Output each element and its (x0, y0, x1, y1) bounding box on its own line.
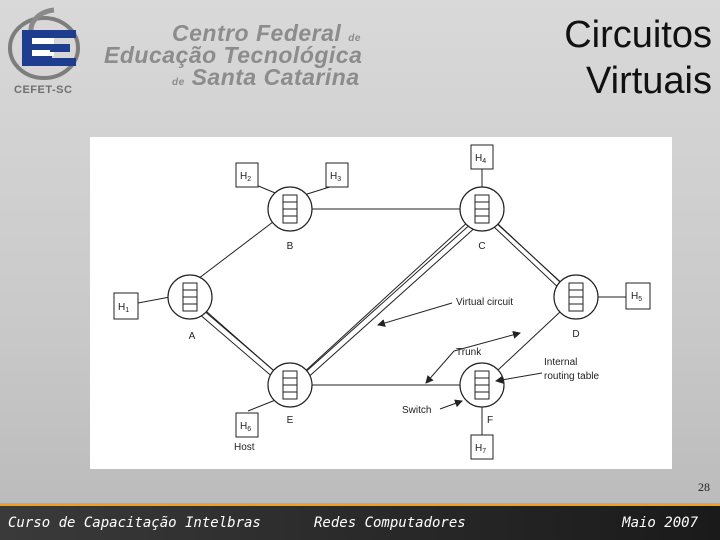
node-label-d: D (572, 329, 579, 340)
host-boxes (113, 144, 651, 460)
title-line-1: Circuitos (564, 14, 712, 56)
switch-annotation: Switch (402, 405, 431, 416)
virtual-circuit-paths (197, 220, 567, 386)
switch-node-d (553, 274, 599, 320)
node-label-f: F (487, 415, 493, 426)
host-label-h2: H2 (240, 171, 251, 183)
trunk-annotation: Trunk (456, 347, 482, 358)
logo-line-2: Educação Tecnológica (104, 42, 363, 68)
logo-line-1: Centro Federal de (172, 20, 361, 46)
title-line-2: Virtuais (585, 60, 712, 102)
host-label-h1: H1 (118, 302, 129, 314)
switch-node-a (167, 274, 213, 320)
virtual-circuit-diagram: A B C D E F H1 H2 H3 H4 H5 H6 H7 (90, 137, 672, 469)
node-label-c: C (478, 241, 485, 252)
footer-date: Maio 2007 (622, 515, 698, 531)
page-number: 28 (698, 480, 710, 494)
host-label-h4: H4 (475, 153, 486, 165)
logo-line-3: de Santa Catarina (172, 64, 360, 90)
host-label-h5: H5 (631, 291, 642, 303)
host-label-h3: H3 (330, 171, 341, 183)
switch-node-e (267, 362, 313, 408)
footer-bar: Curso de Capacitação Intelbras Redes Com… (0, 503, 720, 540)
internal-routing-annotation-1: Internal (544, 357, 577, 368)
node-label-b: B (287, 241, 294, 252)
network-diagram: A B C D E F H1 H2 H3 H4 H5 H6 H7 (113, 144, 651, 460)
footer-course: Curso de Capacitação Intelbras (8, 515, 261, 531)
cefet-emblem-icon (8, 7, 80, 80)
host-annotation: Host (234, 442, 255, 453)
cefet-logo: CEFET-SC Centro Federal de Educação Tecn… (6, 4, 362, 100)
node-label-e: E (287, 415, 294, 426)
logo-abbreviation: CEFET-SC (14, 84, 73, 96)
switch-node-c (459, 186, 505, 232)
node-label-a: A (189, 331, 196, 342)
switch-nodes (167, 186, 599, 408)
footer-subject: Redes Computadores (314, 515, 466, 531)
internal-routing-annotation-2: routing table (544, 371, 599, 382)
switch-node-f (459, 362, 505, 408)
host-label-h7: H7 (475, 443, 486, 455)
slide-title: Circuitos Virtuais (564, 12, 712, 104)
annotation-arrows (377, 302, 543, 410)
virtual-circuit-annotation: Virtual circuit (456, 297, 513, 308)
switch-node-b (267, 186, 313, 232)
host-label-h6: H6 (240, 421, 251, 433)
